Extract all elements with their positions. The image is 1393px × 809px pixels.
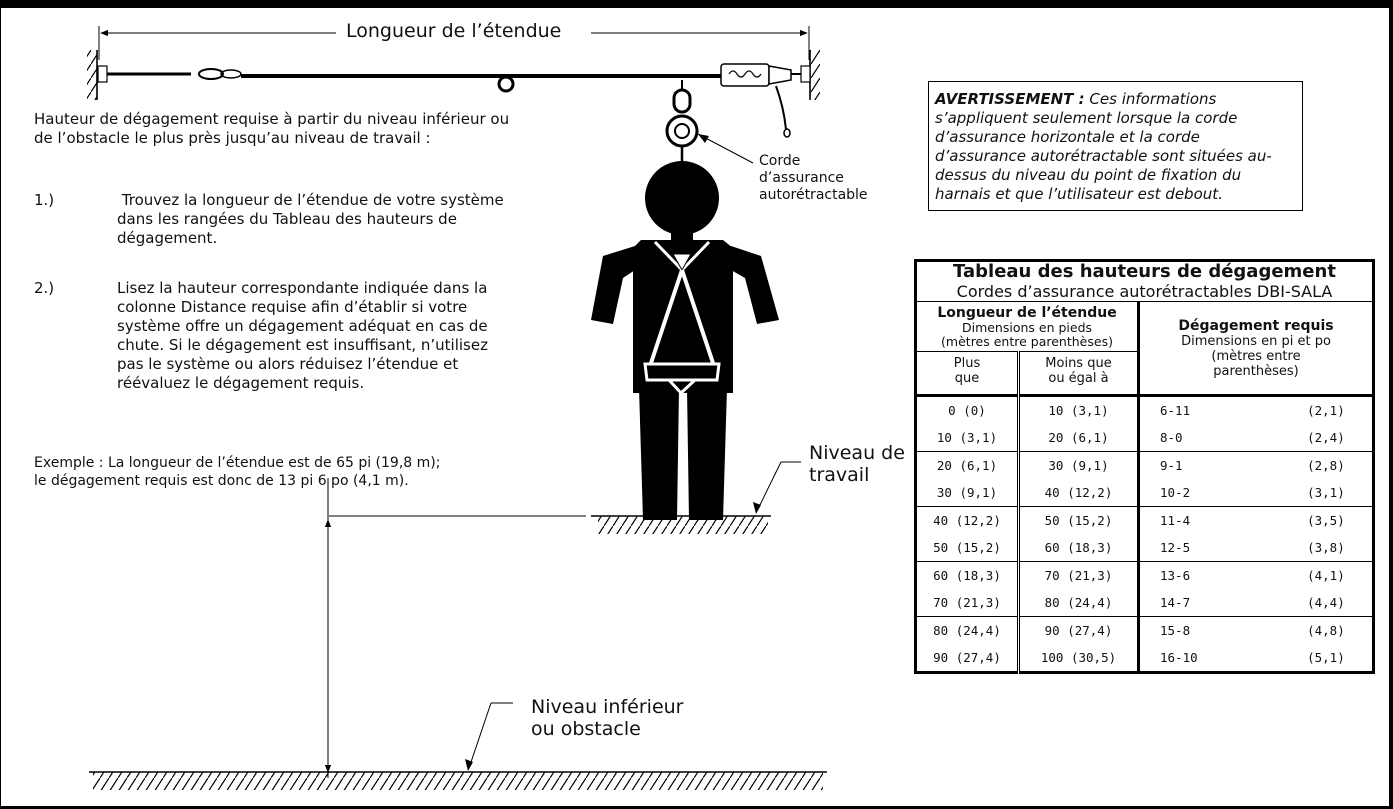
cell-clearance-ft-in: 13-6 xyxy=(1136,561,1280,589)
table-row: 10 (3,1)20 (6,1)8-0(2,4) xyxy=(915,424,1374,452)
warning-text: Ces informations s’appliquent seulement … xyxy=(935,90,1272,203)
step-text: Lisez la hauteur correspondante indiquée… xyxy=(117,279,488,392)
table-row: 50 (15,2)60 (18,3)12-5(3,8) xyxy=(915,534,1374,562)
cell-more-than: 90 (27,4) xyxy=(915,644,1020,673)
cell-less-or-equal: 30 (9,1) xyxy=(1018,451,1139,479)
lower-level-ground xyxy=(89,702,827,790)
instruction-step-1: 1.) Trouvez la longueur de l’étendue de … xyxy=(34,191,534,271)
cell-clearance-m: (2,4) xyxy=(1279,424,1374,452)
right-wall-anchor xyxy=(800,50,820,100)
table-row: 60 (18,3)70 (21,3)13-6 (4,1) xyxy=(915,561,1374,589)
cell-clearance-ft-in: 9-1 xyxy=(1136,451,1280,479)
cell-less-or-equal: 40 (12,2) xyxy=(1018,479,1139,507)
cell-clearance-ft-in: 11-4 xyxy=(1136,506,1280,534)
cell-less-or-equal: 90 (27,4) xyxy=(1018,616,1139,644)
cell-less-or-equal: 100 (30,5) xyxy=(1018,644,1139,673)
table-row: 0 (0)10 (3,1)6-11 (2,1) xyxy=(915,395,1374,424)
span-header: Longueur de l’étendue xyxy=(937,305,1117,321)
horizontal-lifeline xyxy=(107,63,801,138)
cell-clearance-m: (2,1) xyxy=(1307,403,1345,418)
cell-less-or-equal: 80 (24,4) xyxy=(1018,589,1139,617)
work-level-ground xyxy=(591,461,801,534)
cell-more-than: 40 (12,2) xyxy=(915,506,1020,534)
span-length-label: Longueur de l’étendue xyxy=(338,20,570,42)
step-text: Trouvez la longueur de l’étendue de votr… xyxy=(117,191,509,247)
cell-more-than: 50 (15,2) xyxy=(915,534,1020,562)
cell-less-or-equal: 60 (18,3) xyxy=(1018,534,1139,562)
cell-clearance-m: (2,8) xyxy=(1307,458,1345,473)
step-number: 2.) xyxy=(34,279,55,297)
cell-clearance-m: (4,1) xyxy=(1307,568,1345,583)
table-row: 20 (6,1)30 (9,1)9-1 (2,8) xyxy=(915,451,1374,479)
cell-clearance-ft-in: 10-2 xyxy=(1136,479,1280,507)
cell-clearance-m: (5,1) xyxy=(1307,650,1345,665)
worker-figure xyxy=(591,161,779,520)
work-level-label: Niveau de travail xyxy=(809,442,905,486)
clearance-dimension-line xyxy=(324,478,586,778)
example-text: Exemple : La longueur de l’étendue est d… xyxy=(34,455,441,489)
required-clearance-header: Dégagement requis xyxy=(1178,317,1334,334)
self-retracting-lifeline xyxy=(665,80,754,233)
table-subtitle: Cordes d’assurance autorétractables DBI-… xyxy=(956,282,1333,301)
cell-more-than: 60 (18,3) xyxy=(915,561,1020,589)
cell-more-than: 80 (24,4) xyxy=(915,616,1020,644)
cell-clearance-m: (3,1) xyxy=(1279,479,1374,507)
col-more-than: Plus que xyxy=(915,351,1020,397)
left-wall-anchor xyxy=(87,50,108,100)
cell-less-or-equal: 70 (21,3) xyxy=(1018,561,1139,589)
table-header: Tableau des hauteurs de dégagement Corde… xyxy=(915,260,1374,302)
document-page: Longueur de l’étendue Corde d’assurance … xyxy=(0,7,1390,807)
cell-clearance-m: (4,4) xyxy=(1279,589,1374,617)
warning-box: AVERTISSEMENT : Ces informations s’appli… xyxy=(928,81,1303,211)
table-row: 90 (27,4)100 (30,5)16-10 (5,1) xyxy=(915,644,1374,673)
cell-clearance-ft-in: 14-7 xyxy=(1136,589,1280,617)
cell-less-or-equal: 10 (3,1) xyxy=(1018,395,1139,424)
cell-clearance-ft-in: 16-10 xyxy=(1136,644,1280,673)
step-number: 1.) xyxy=(34,191,55,209)
cell-clearance-m: (3,8) xyxy=(1279,534,1374,562)
cell-clearance-m: (3,5) xyxy=(1307,513,1345,528)
table-row: 70 (21,3)80 (24,4)14-7(4,4) xyxy=(915,589,1374,617)
cell-clearance-ft-in: 8-0 xyxy=(1136,424,1280,452)
cell-more-than: 30 (9,1) xyxy=(915,479,1020,507)
span-dimension-line xyxy=(98,26,810,60)
required-clearance-header-cell: Dégagement requis Dimensions en pi et po… xyxy=(1137,301,1374,397)
clearance-table-body: 0 (0)10 (3,1)6-11(2,1)10 (3,1)20 (6,1)8-… xyxy=(915,395,1374,673)
cell-clearance-ft-in: 6-11 xyxy=(1136,395,1280,424)
warning-label: AVERTISSEMENT : xyxy=(935,90,1085,108)
fall-clearance-diagram xyxy=(87,26,827,790)
cell-more-than: 0 (0) xyxy=(915,395,1020,424)
self-retracting-lifeline-label: Corde d’assurance autorétractable xyxy=(759,153,868,203)
cell-clearance-ft-in: 15-8 xyxy=(1136,616,1280,644)
cell-more-than: 10 (3,1) xyxy=(915,424,1020,452)
instructions-intro: Hauteur de dégagement requise à partir d… xyxy=(34,110,510,147)
cell-clearance-m: (4,8) xyxy=(1307,623,1345,638)
table-title: Tableau des hauteurs de dégagement xyxy=(953,261,1336,282)
span-header-cell: Longueur de l’étendue Dimensions en pied… xyxy=(915,301,1139,352)
cell-less-or-equal: 50 (15,2) xyxy=(1018,506,1139,534)
table-row: 40 (12,2)50 (15,2)11-4 (3,5) xyxy=(915,506,1374,534)
instruction-step-2: 2.) Lisez la hauteur correspondante indi… xyxy=(34,279,534,399)
clearance-table: Tableau des hauteurs de dégagement Corde… xyxy=(914,259,1375,674)
cell-more-than: 20 (6,1) xyxy=(915,451,1020,479)
cell-less-or-equal: 20 (6,1) xyxy=(1018,424,1139,452)
cell-more-than: 70 (21,3) xyxy=(915,589,1020,617)
table-row: 80 (24,4)90 (27,4)15-8 (4,8) xyxy=(915,616,1374,644)
lower-level-label: Niveau inférieur ou obstacle xyxy=(531,696,684,740)
table-row: 30 (9,1)40 (12,2)10-2(3,1) xyxy=(915,479,1374,507)
col-less-or-equal: Moins que ou égal à xyxy=(1018,351,1139,397)
cell-clearance-ft-in: 12-5 xyxy=(1136,534,1280,562)
